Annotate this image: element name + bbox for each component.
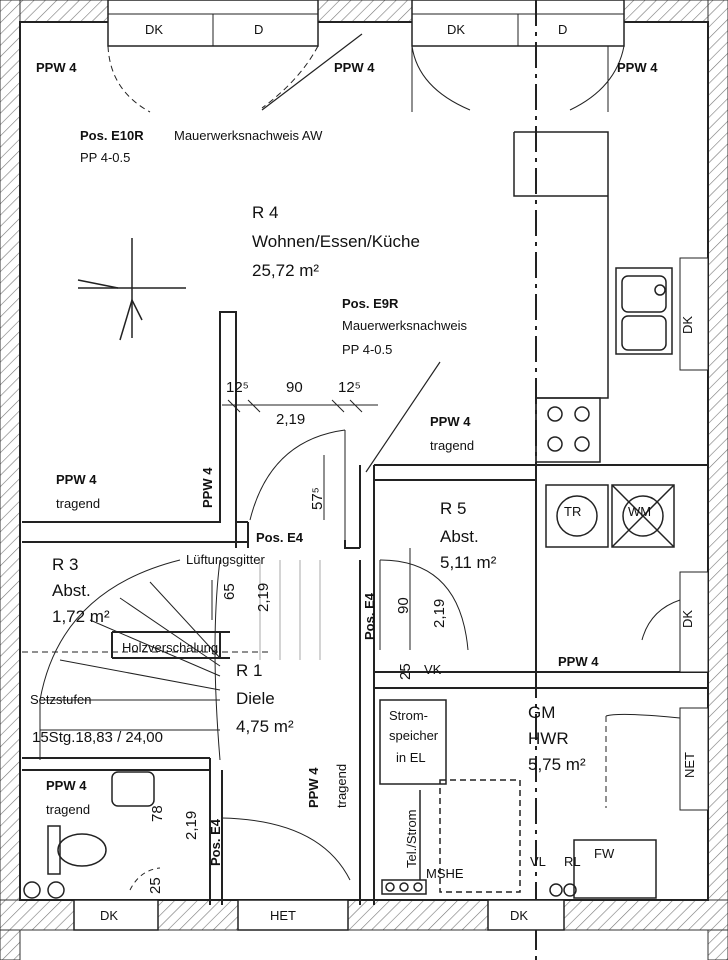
- window-dk-1: DK: [145, 22, 163, 37]
- wall-label-9: PPW 4: [306, 767, 321, 808]
- pos-e9r-title: Pos. E9R: [342, 296, 399, 311]
- rl-label: RL: [564, 854, 581, 869]
- dim-219-c: 2,19: [431, 599, 448, 628]
- wall-label-6: PPW 4: [200, 467, 215, 508]
- wall-label-7: PPW 4: [558, 654, 599, 669]
- dim-219-b: 2,19: [255, 583, 272, 612]
- room-r1-name: Diele: [236, 689, 275, 708]
- window-dk-right-2: DK: [680, 610, 695, 628]
- dim-90-b: 90: [395, 597, 412, 614]
- room-r4-name: Wohnen/Essen/Küche: [252, 232, 420, 251]
- pos-e10r-ref: PP 4-0.5: [80, 150, 130, 165]
- tragend-4: tragend: [334, 764, 349, 808]
- dim-65: 65: [221, 583, 238, 600]
- top-windows: [107, 0, 625, 113]
- room-r4-area: 25,72 m²: [252, 261, 319, 280]
- wall-label-3: PPW 4: [617, 60, 658, 75]
- north-cross-symbol: [77, 238, 186, 341]
- dim-90: 90: [286, 379, 303, 396]
- wall-label-1: PPW 4: [36, 60, 77, 75]
- wc-fixtures: [23, 771, 155, 899]
- labels: DK D DK D PPW 4 PPW 4 PPW 4 Pos. E10R Ma…: [30, 22, 697, 923]
- room-hwr-area: 5,75 m²: [528, 755, 586, 774]
- vk-label: VK: [424, 662, 442, 677]
- stairs-label: 15Stg.18,83 / 24,00: [32, 729, 163, 746]
- wall-label-5: PPW 4: [56, 472, 97, 487]
- leader-lines: [261, 33, 441, 473]
- window-dk-bottom-1: DK: [100, 908, 118, 923]
- tragend-2: tragend: [56, 496, 100, 511]
- tr-label: TR: [564, 504, 581, 519]
- window-het: HET: [270, 908, 296, 923]
- hwr-fixtures: [379, 699, 657, 899]
- pos-e4-2: Pos. E4: [362, 592, 377, 640]
- wall-label-4: PPW 4: [430, 414, 471, 429]
- room-r3-number: R 3: [52, 555, 78, 574]
- dimension-lines: [211, 399, 411, 650]
- tel-label: Tel./Strom: [404, 809, 419, 868]
- room-hwr-name: HWR: [528, 729, 569, 748]
- dim-219-d: 2,19: [183, 811, 200, 840]
- dim-125-b: 12⁵: [338, 379, 361, 396]
- pos-e10r-desc: Mauerwerksnachweis AW: [174, 128, 323, 143]
- room-r5-number: R 5: [440, 499, 466, 518]
- window-dk-right-1: DK: [680, 316, 695, 334]
- setz-label: Setzstufen: [30, 692, 91, 707]
- dim-219-a: 2,19: [276, 411, 305, 428]
- window-dk-bottom-2: DK: [510, 908, 528, 923]
- window-dk-2: DK: [447, 22, 465, 37]
- window-d-1: D: [254, 22, 263, 37]
- strom-1: Strom-: [389, 708, 428, 723]
- window-d-2: D: [558, 22, 567, 37]
- pos-e9r-ref: PP 4-0.5: [342, 342, 392, 357]
- dim-575: 57⁵: [309, 487, 326, 510]
- pos-e9r-desc: Mauerwerksnachweis: [342, 318, 467, 333]
- mshe-label: MSHE: [426, 866, 464, 881]
- dim-25-a: 25: [397, 663, 414, 680]
- wall-label-2: PPW 4: [334, 60, 375, 75]
- vl-label: VL: [530, 854, 546, 869]
- window-net: NET: [682, 752, 697, 778]
- bottom-windows: [73, 899, 565, 931]
- luftung-label: Lüftungsgitter: [186, 552, 265, 567]
- kitchen-counter: [513, 131, 675, 548]
- fw-label: FW: [594, 846, 615, 861]
- room-r3-name: Abst.: [52, 581, 91, 600]
- room-r5-area: 5,11 m²: [440, 553, 497, 572]
- dim-125-a: 12⁵: [226, 379, 249, 396]
- pos-e4-1: Pos. E4: [256, 530, 304, 545]
- room-gm-number: GM: [528, 703, 555, 722]
- room-r3-area: 1,72 m²: [52, 607, 110, 626]
- room-r1-area: 4,75 m²: [236, 717, 294, 736]
- wm-label: WM: [628, 504, 651, 519]
- room-r4-number: R 4: [252, 203, 278, 222]
- wall-label-8: PPW 4: [46, 778, 87, 793]
- right-windows: [605, 257, 709, 811]
- pos-e10r-title: Pos. E10R: [80, 128, 144, 143]
- tragend-1: tragend: [430, 438, 474, 453]
- strom-2: speicher: [389, 728, 439, 743]
- strom-3: in EL: [396, 750, 426, 765]
- pos-e4-3: Pos. E4: [208, 818, 223, 866]
- holz-label: Holzverschalung: [122, 640, 218, 655]
- door-swings: [129, 429, 469, 900]
- tragend-3: tragend: [46, 802, 90, 817]
- dim-78: 78: [149, 805, 166, 822]
- room-r1-number: R 1: [236, 661, 262, 680]
- dim-25-b: 25: [147, 877, 164, 894]
- room-r5-name: Abst.: [440, 527, 479, 546]
- staircase: [22, 559, 321, 761]
